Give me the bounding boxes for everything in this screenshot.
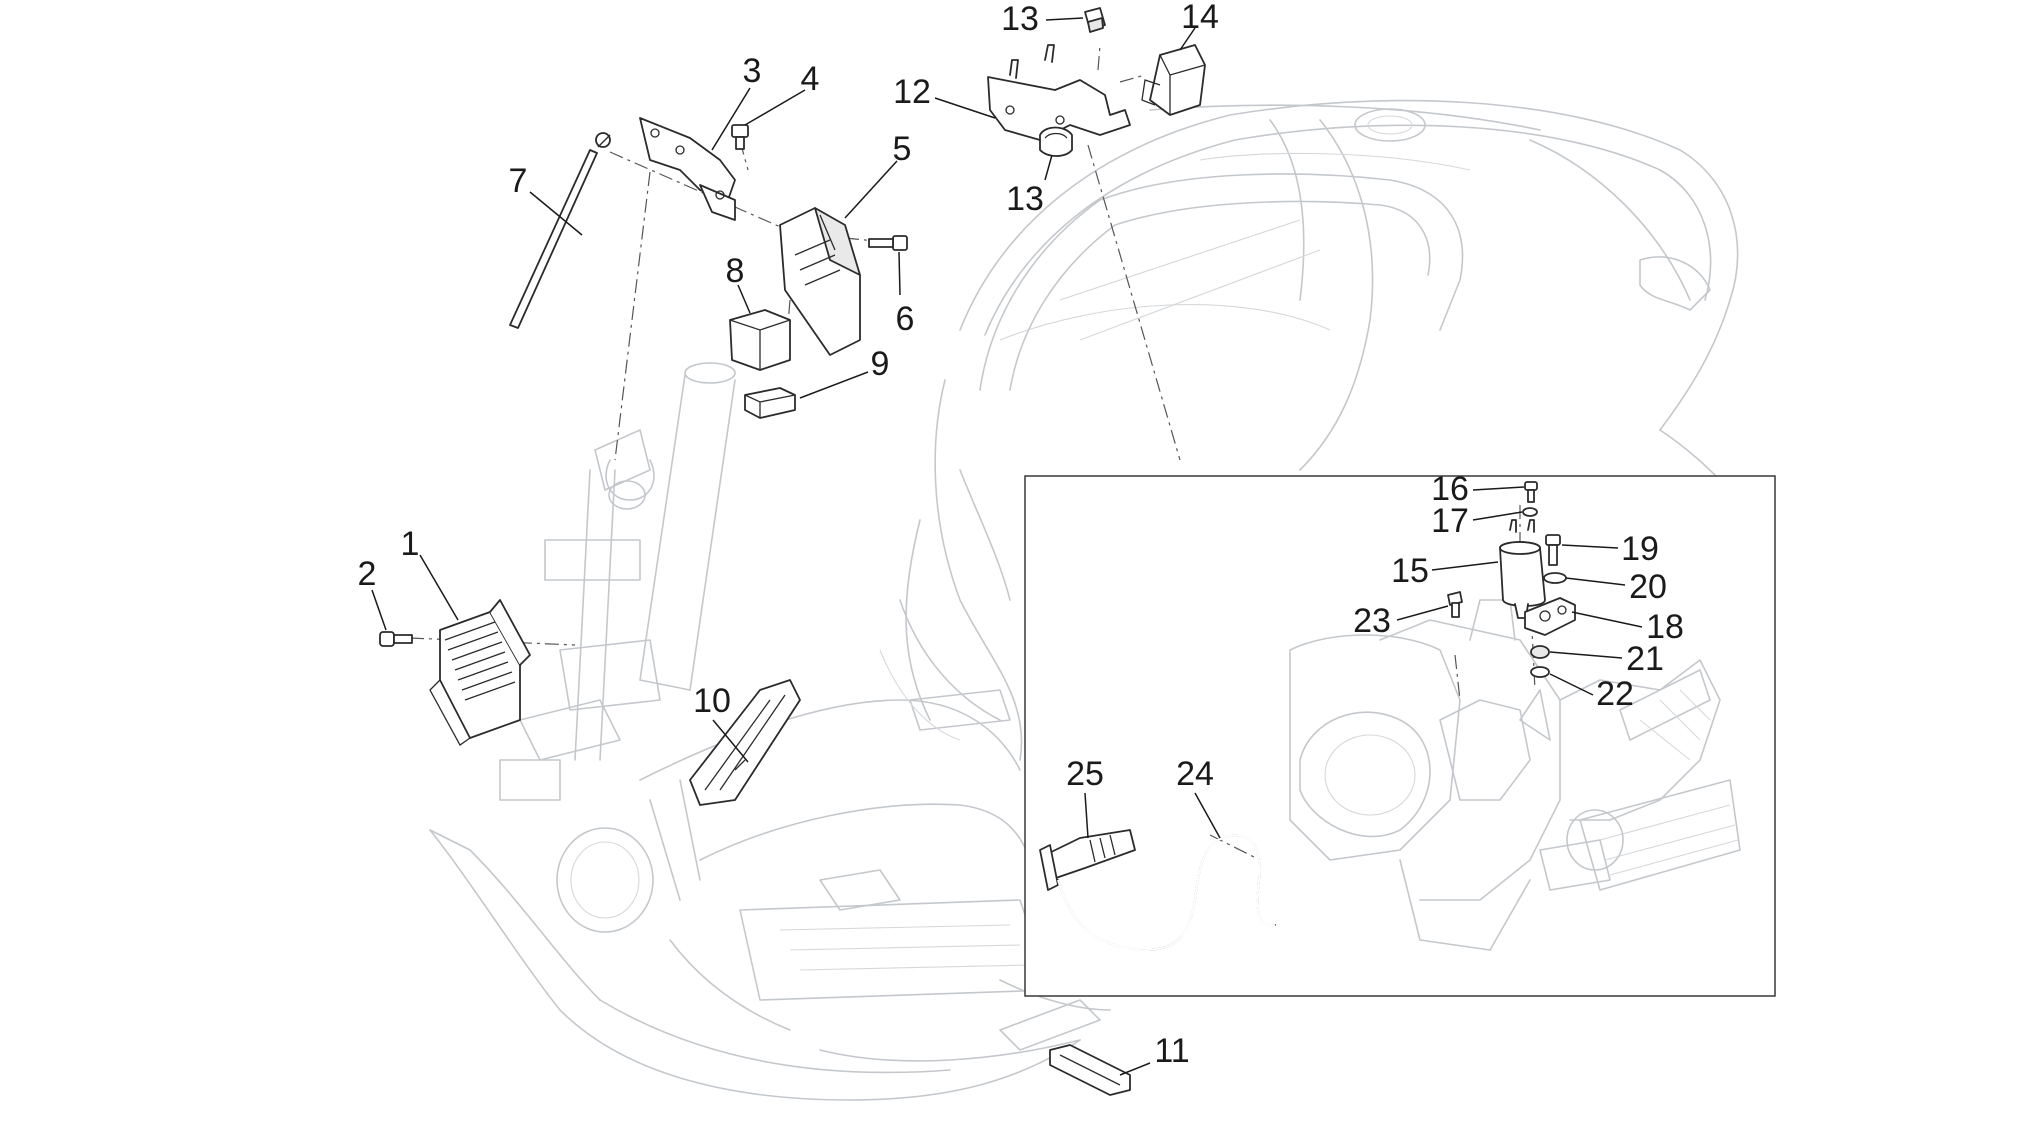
callout-labels: 1 2 3 4 5 6 7 8 9 10 11 12 13 13 14 15 1…	[358, 0, 1684, 1070]
engine-detail-inset	[1024, 475, 1776, 997]
part-5-control-unit	[779, 207, 861, 356]
leader-lines	[371, 17, 1643, 1076]
callout-16: 16	[1431, 470, 1469, 508]
scooter-body-outline	[429, 99, 1739, 1101]
callout-21: 21	[1626, 640, 1664, 678]
part-9-fuse	[744, 387, 796, 419]
callout-10: 10	[693, 682, 731, 720]
part-17-washer	[1522, 507, 1538, 517]
engine-outline	[1289, 599, 1741, 951]
part-1-regulator	[429, 599, 531, 746]
callout-3: 3	[743, 52, 762, 90]
callout-17: 17	[1431, 502, 1469, 540]
part-13-clamp-bottom	[1039, 126, 1073, 157]
callout-7: 7	[509, 162, 528, 200]
part-16-screw	[1524, 481, 1538, 503]
callout-12: 12	[893, 73, 931, 111]
callout-5: 5	[893, 130, 912, 168]
part-11-small-cover	[1049, 1044, 1131, 1096]
callout-2: 2	[358, 555, 377, 593]
callout-9: 9	[871, 345, 890, 383]
callout-23: 23	[1353, 602, 1391, 640]
part-20-washer	[1543, 572, 1567, 584]
part-19-bolt	[1545, 534, 1561, 566]
callout-19: 19	[1621, 530, 1659, 568]
part-7-cable-tie	[509, 132, 611, 329]
part-4-screw	[731, 124, 749, 150]
callout-14: 14	[1181, 0, 1219, 36]
callout-25: 25	[1066, 755, 1104, 793]
callout-22: 22	[1596, 675, 1634, 713]
callout-1: 1	[401, 525, 420, 563]
part-8-relay	[729, 309, 791, 371]
part-2-screw	[379, 631, 413, 647]
callout-18: 18	[1646, 608, 1684, 646]
part-13-connector-top	[1084, 7, 1106, 33]
part-3-bracket	[639, 117, 736, 221]
part-10-cover	[689, 679, 801, 806]
callout-8: 8	[726, 252, 745, 290]
callout-15: 15	[1391, 552, 1429, 590]
callout-20: 20	[1629, 568, 1667, 606]
part-24-cable	[1057, 834, 1276, 952]
part-25-sensor	[1039, 829, 1136, 891]
part-6-screw	[868, 235, 908, 251]
part-14-relay	[1141, 44, 1206, 116]
part-22-spacer	[1530, 666, 1550, 678]
part-21-grommet	[1530, 645, 1550, 659]
callout-4: 4	[801, 60, 820, 98]
part-12-support	[987, 44, 1131, 141]
callout-11: 11	[1154, 1032, 1189, 1070]
callout-13-bottom: 13	[1006, 180, 1044, 218]
part-18-plate	[1524, 597, 1576, 636]
callout-13-top: 13	[1001, 0, 1039, 38]
part-23-screw	[1447, 591, 1463, 618]
callout-24: 24	[1176, 755, 1214, 793]
callout-6: 6	[896, 300, 915, 338]
